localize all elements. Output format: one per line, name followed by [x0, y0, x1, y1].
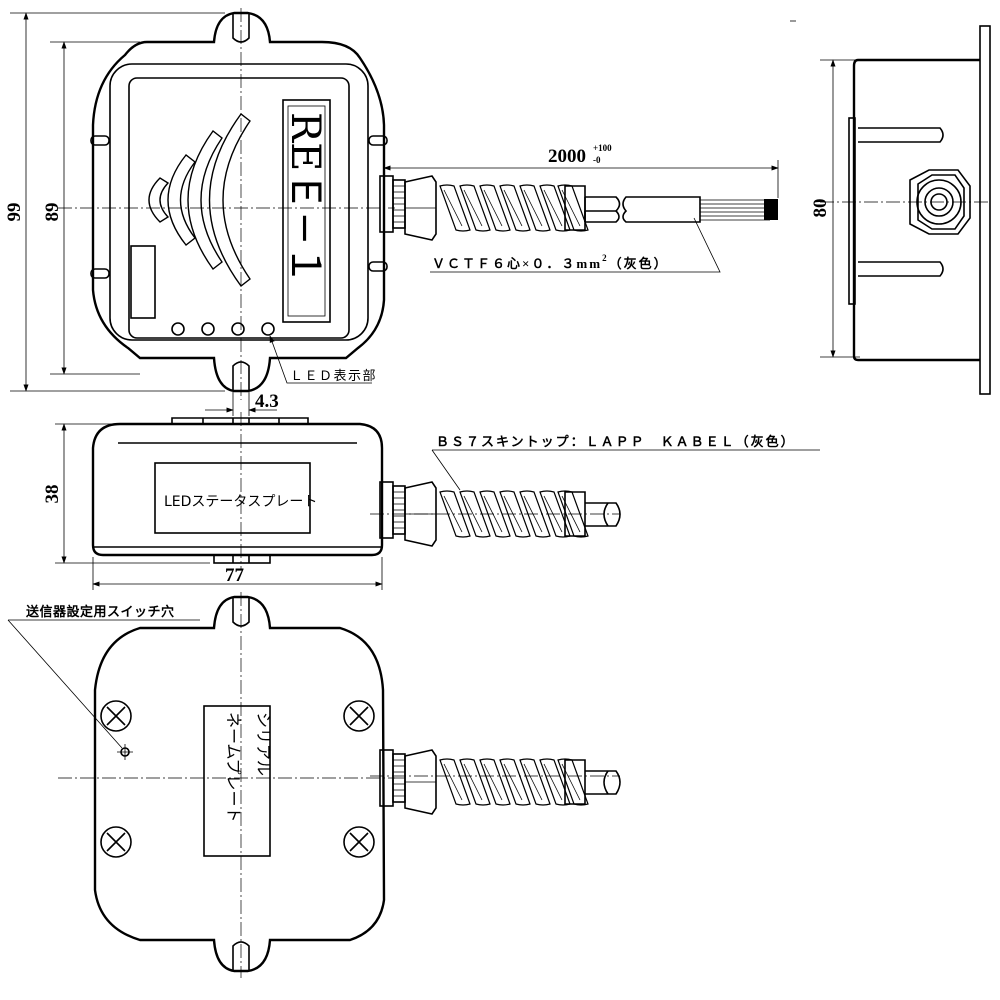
back-view — [7, 592, 621, 978]
serial-plate — [203, 705, 271, 857]
front-housing-outline — [91, 11, 386, 393]
dim-cable-tol-plus: +100 — [593, 143, 612, 153]
serial-plate-text-2: ネームプレート — [224, 712, 243, 823]
dim-cable-length: 2000 — [548, 146, 586, 167]
cable-spec-label: ＶＣＴＦ６心×０．３mm2（灰色） — [432, 253, 669, 271]
cable-gland-back — [379, 749, 621, 815]
side-elevation — [55, 412, 820, 590]
cable-gland-front — [379, 175, 778, 241]
dim-hole-spacing: 4.3 — [255, 391, 279, 412]
status-plate — [154, 462, 311, 534]
dim-side-height-38: 38 — [42, 485, 63, 504]
dim-body-height: 89 — [42, 203, 63, 222]
switch-hole-label: 送信器設定用スイッチ穴 — [25, 604, 175, 619]
dim-width-77: 77 — [225, 565, 245, 586]
led-display-label: ＬＥＤ表示部 — [290, 368, 377, 383]
model-name-text: REＥ−１ — [282, 112, 328, 285]
dim-overall-height: 99 — [4, 203, 25, 222]
serial-plate-text-1: シリアル — [254, 712, 273, 776]
dim-side-height: 80 — [810, 199, 831, 218]
front-face-plate — [109, 63, 369, 341]
model-plate — [282, 99, 331, 323]
led-indicators — [171, 322, 275, 336]
front-view — [58, 8, 778, 400]
front-dimensions — [10, 12, 779, 416]
status-plate-text: LEDステータスプレート — [164, 494, 317, 510]
back-housing-outline — [93, 595, 386, 973]
gland-spec-label: ＢＳ７スキントップ：ＬＡＰＰ ＫＡＢＥＬ（灰色） — [436, 434, 796, 449]
right-side-view — [790, 20, 991, 395]
dim-cable-tol-minus: -0 — [593, 155, 601, 165]
